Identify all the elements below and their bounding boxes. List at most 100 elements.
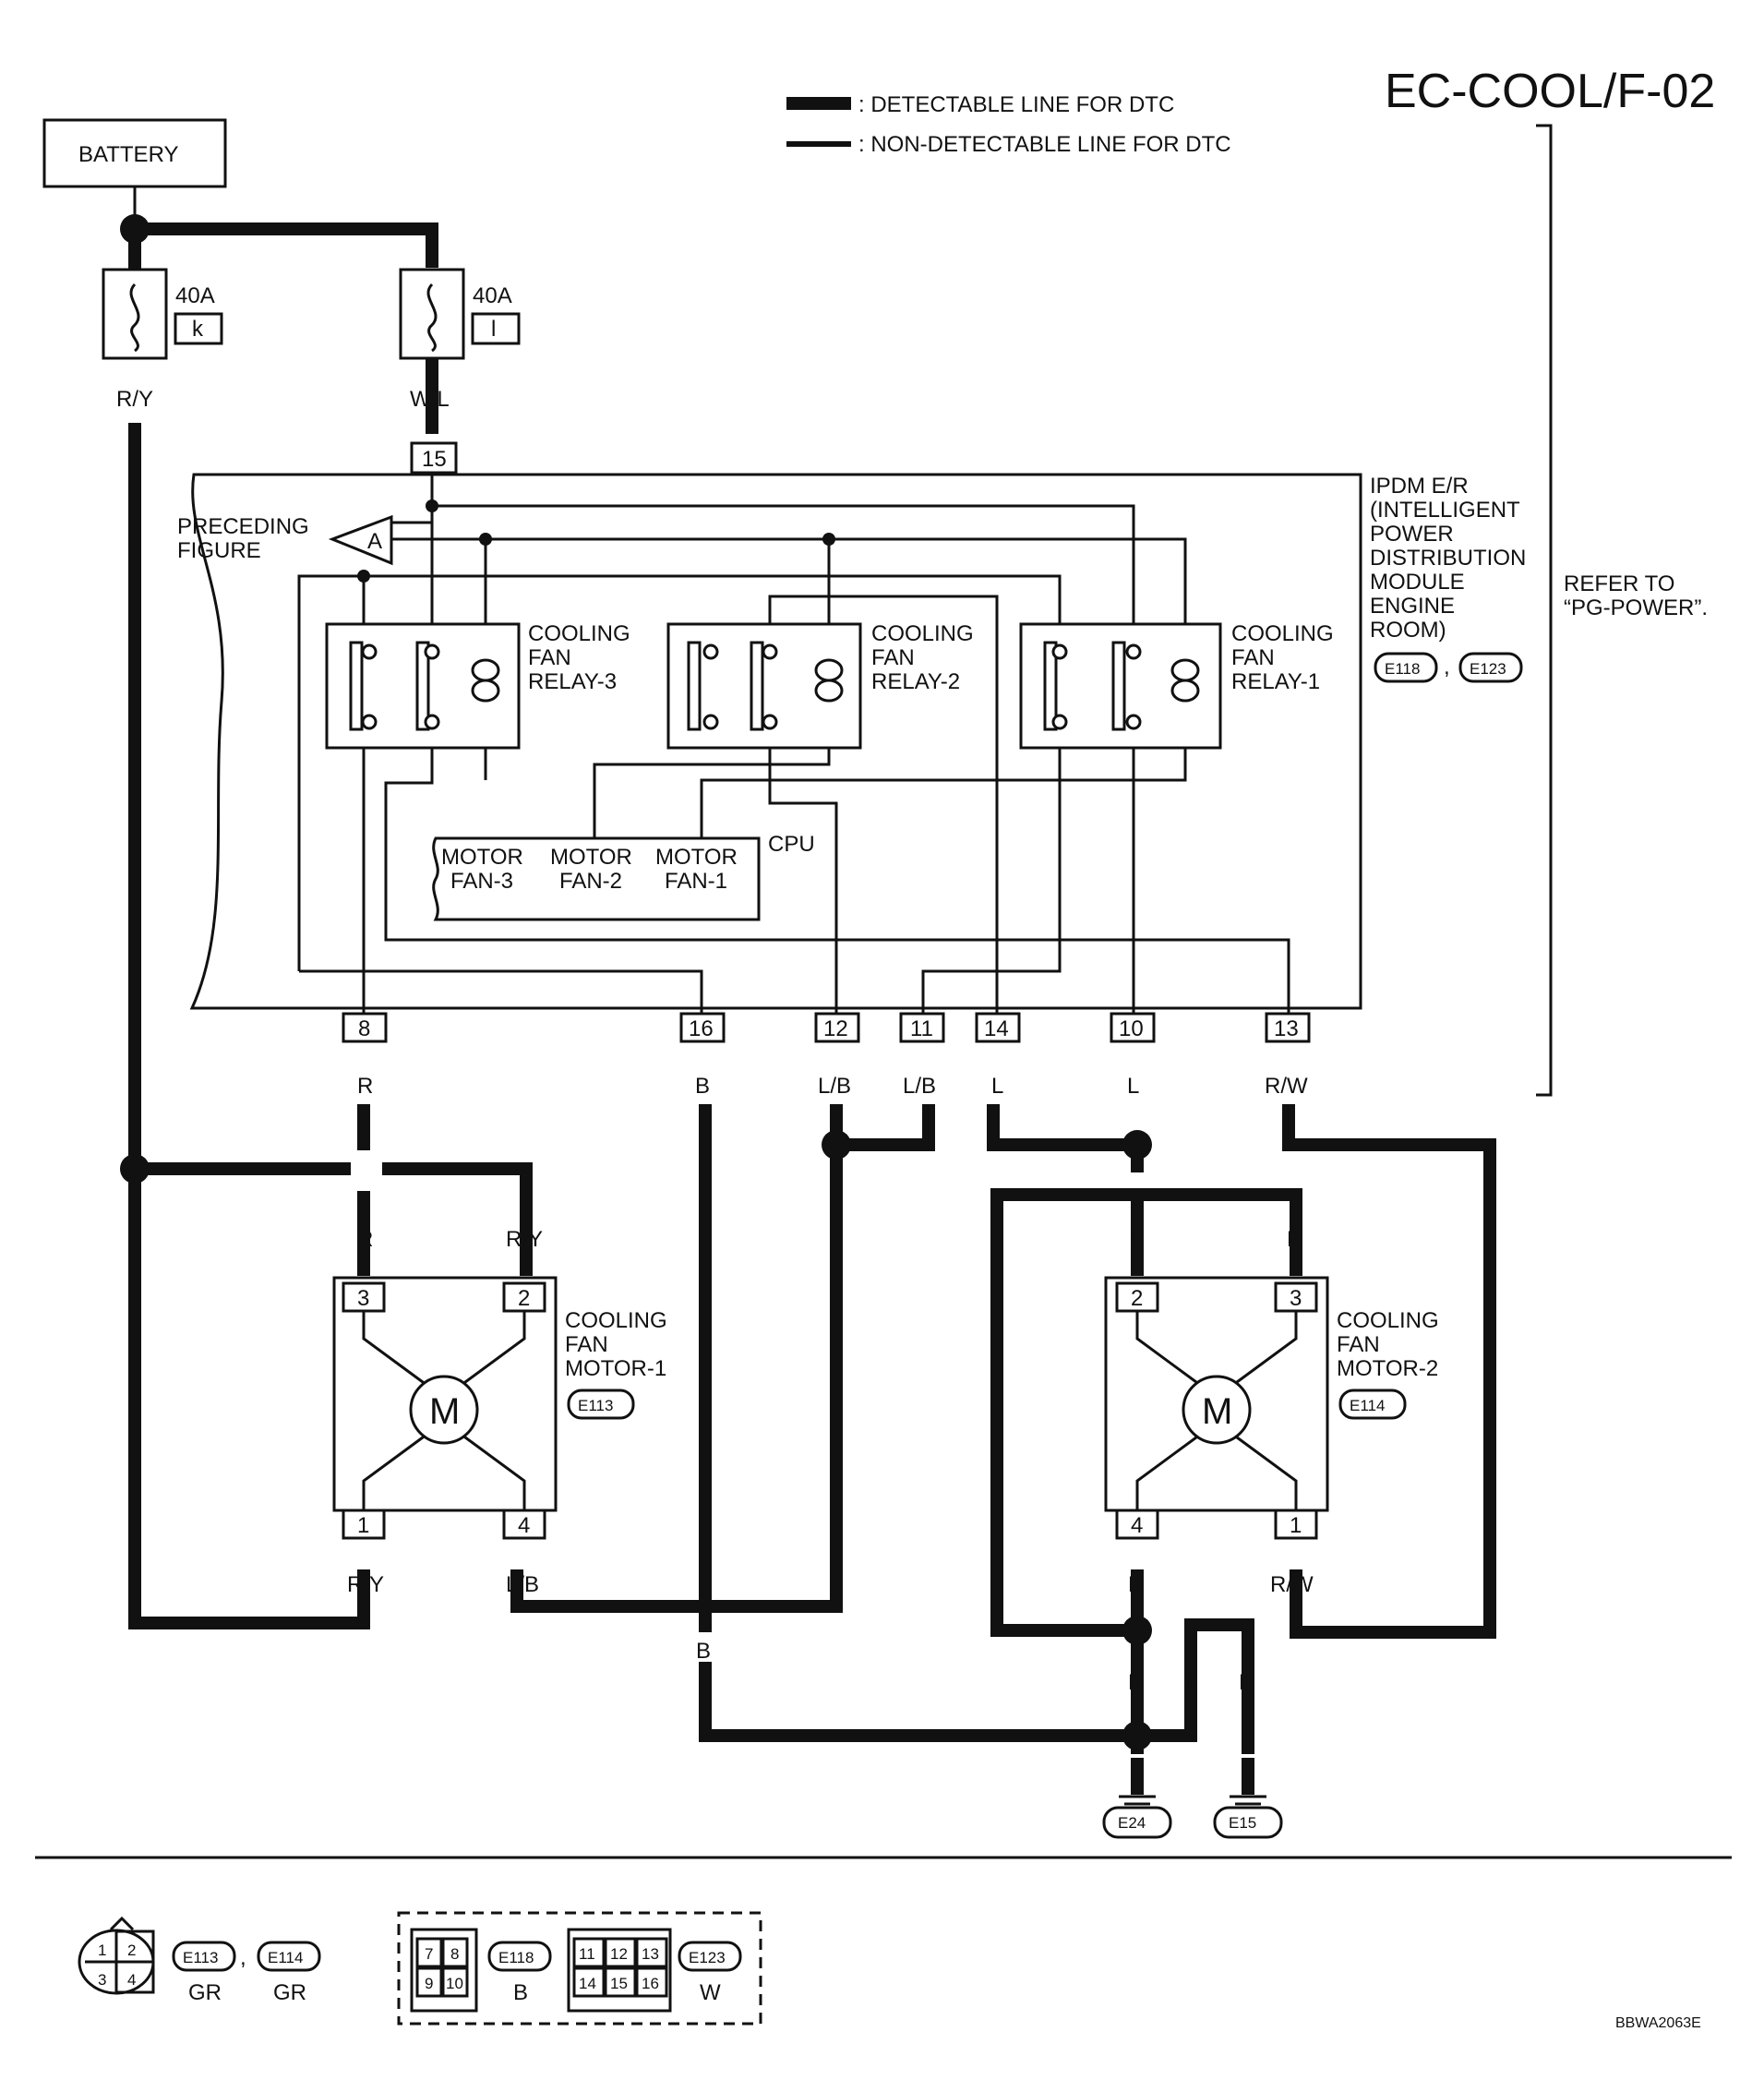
harness-wiring xyxy=(128,423,1496,1795)
battery-label: BATTERY xyxy=(78,142,178,167)
key-e118-badge xyxy=(487,1941,552,1972)
fuse-k-id-box xyxy=(174,312,223,345)
relay-3-label-3: RELAY-3 xyxy=(528,669,617,694)
motor-2-symbol-label: M xyxy=(1202,1391,1232,1432)
preceding-figure-mark: A xyxy=(367,529,382,554)
cpu-label: CPU xyxy=(768,832,815,857)
cpu-motor-fan-3-top: MOTOR xyxy=(441,845,523,870)
ground-wire-b-right-b: B xyxy=(1239,1670,1254,1695)
svg-text:4: 4 xyxy=(518,1513,530,1538)
svg-text:15: 15 xyxy=(422,447,447,472)
key-e123-color: W xyxy=(700,1980,721,2005)
motor-2-wire-b-bottom: B xyxy=(1128,1572,1143,1597)
key-e113-color: GR xyxy=(188,1980,222,2005)
ground-wire-b-right-a: B xyxy=(1183,1670,1198,1695)
legend-non-detectable-label: : NON-DETECTABLE LINE FOR DTC xyxy=(858,132,1231,157)
ipdm-label-1: IPDM E/R xyxy=(1370,474,1469,499)
svg-text:9: 9 xyxy=(425,1975,433,1992)
ipdm-terminal-14 xyxy=(975,1012,1021,1043)
svg-text:2: 2 xyxy=(1131,1286,1143,1311)
ground-e15-badge xyxy=(1213,1806,1283,1839)
svg-text:13: 13 xyxy=(1274,1016,1299,1041)
ipdm-wire-12: L/B xyxy=(818,1074,851,1099)
motor-1-wire-ry-bottom: R/Y xyxy=(347,1572,384,1597)
motor-2-label-3: MOTOR-2 xyxy=(1337,1356,1438,1381)
junction-l xyxy=(1122,1130,1152,1160)
refer-label-2: “PG-POWER”. xyxy=(1564,595,1708,620)
ipdm-connector-e123-badge xyxy=(1458,652,1523,683)
motor-1-wire-r: R xyxy=(357,1227,373,1252)
motor-1-symbol-label: M xyxy=(429,1391,460,1432)
svg-text:14: 14 xyxy=(984,1016,1009,1041)
svg-text:,: , xyxy=(1444,655,1450,679)
ipdm-label-5: MODULE xyxy=(1370,570,1465,595)
motor-1-pin-2 xyxy=(502,1281,546,1313)
motor-2-label-2: FAN xyxy=(1337,1332,1380,1357)
motor-2-pin-4 xyxy=(1115,1509,1159,1540)
motor-2-label-1: COOLING xyxy=(1337,1308,1439,1333)
key-e114-color: GR xyxy=(273,1980,306,2005)
fuse-l-id: l xyxy=(491,317,496,342)
preceding-figure-label-2: FIGURE xyxy=(177,538,261,563)
junction-ry xyxy=(120,1154,150,1184)
ipdm-terminal-16 xyxy=(679,1012,726,1043)
key-ipdm-connectors-group xyxy=(397,1911,762,2026)
ground-wire-b-left: B xyxy=(696,1639,711,1664)
ipdm-terminal-15 xyxy=(410,441,458,475)
ipdm-terminal-12 xyxy=(814,1012,860,1043)
fuse-l-element xyxy=(426,283,438,353)
relay-3-label-1: COOLING xyxy=(528,621,630,646)
relay-1-label-1: COOLING xyxy=(1231,621,1334,646)
svg-text:3: 3 xyxy=(357,1286,369,1311)
svg-text:15: 15 xyxy=(610,1975,628,1992)
svg-text:16: 16 xyxy=(689,1016,714,1041)
cpu-block xyxy=(432,836,761,921)
ground-wire-b-e24: B xyxy=(1128,1670,1143,1695)
relay-3 xyxy=(325,622,521,750)
fuse-k xyxy=(102,268,168,360)
svg-text:,: , xyxy=(240,1945,246,1970)
connector-key-e123: 11 12 13 14 15 16 xyxy=(567,1928,672,2013)
svg-text:16: 16 xyxy=(642,1975,659,1992)
junction-b-upper xyxy=(1122,1616,1152,1645)
svg-text:11: 11 xyxy=(579,1945,595,1963)
svg-text:12: 12 xyxy=(823,1016,848,1041)
ipdm-label-4: DISTRIBUTION xyxy=(1370,546,1526,571)
ipdm-label-6: ENGINE xyxy=(1370,594,1455,619)
cpu-motor-fan-3-bottom: FAN-3 xyxy=(450,869,513,894)
key-e123: E123 xyxy=(689,1949,726,1966)
svg-text:11: 11 xyxy=(910,1016,933,1041)
svg-text:10: 10 xyxy=(1119,1016,1144,1041)
ipdm-wire-10: L xyxy=(1127,1074,1139,1099)
motor-2-symbol xyxy=(1182,1375,1252,1445)
ipdm-wire-8: R xyxy=(357,1074,373,1099)
preceding-figure-label-1: PRECEDING xyxy=(177,514,309,539)
svg-text:10: 10 xyxy=(446,1975,463,1992)
ground-e24: E24 xyxy=(1118,1814,1146,1832)
svg-text:8: 8 xyxy=(450,1945,459,1963)
key-e123-badge xyxy=(678,1941,742,1972)
fuse-l xyxy=(399,268,465,360)
fuse-l-amps: 40A xyxy=(473,283,512,308)
legend-detectable-label: : DETECTABLE LINE FOR DTC xyxy=(858,92,1174,117)
motor-1-connector-badge xyxy=(567,1389,635,1420)
cpu-motor-fan-2-bottom: FAN-2 xyxy=(559,869,622,894)
cpu-motor-fan-1-top: MOTOR xyxy=(655,845,738,870)
battery-box xyxy=(42,118,227,188)
fuse-k-wire-label: R/Y xyxy=(116,387,153,412)
motor-1-label-3: MOTOR-1 xyxy=(565,1356,666,1381)
key-e113: E113 xyxy=(183,1949,218,1966)
motor-1-label-1: COOLING xyxy=(565,1308,667,1333)
svg-text:1: 1 xyxy=(98,1942,106,1959)
ipdm-connector-e118-badge xyxy=(1374,652,1438,683)
fuse-k-element xyxy=(129,283,140,353)
svg-text:3: 3 xyxy=(1290,1286,1302,1311)
ipdm-terminal-11 xyxy=(899,1012,945,1043)
relay-3-label-2: FAN xyxy=(528,645,571,670)
svg-text:4: 4 xyxy=(127,1971,136,1989)
motor-2-wire-b-top: B xyxy=(1287,1227,1302,1252)
svg-text:13: 13 xyxy=(642,1945,659,1963)
ipdm-module-outline xyxy=(189,473,1362,1010)
motor-1-wire-lb: L/B xyxy=(506,1572,539,1597)
motor-2-connector-badge xyxy=(1338,1389,1407,1420)
